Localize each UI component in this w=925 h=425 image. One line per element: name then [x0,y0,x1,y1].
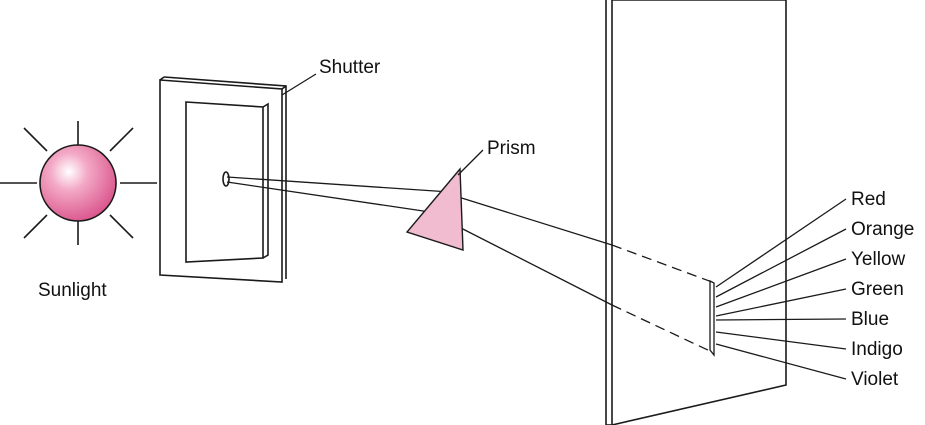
sunlight-label: Sunlight [38,280,107,301]
prism-leader [457,149,484,176]
yellow-leader [715,258,847,308]
red-leader [715,198,847,288]
refracted-beams [451,194,713,353]
leader-lines [281,73,847,380]
spectrum-label-orange: Orange [851,219,915,240]
shutter-label: Shutter [319,57,381,78]
prism-label: Prism [487,138,536,159]
screen [605,0,787,425]
spectrum-label-violet: Violet [851,369,899,390]
shutter-leader [281,73,317,96]
prism-icon [405,167,464,251]
sun-disc [39,144,117,222]
spectrum-label-blue: Blue [851,309,890,330]
blue-leader [715,318,847,321]
spectrum-label-red: Red [851,189,886,210]
violet-leader [715,343,847,380]
orange-leader [715,228,847,298]
indigo-leader [715,331,847,350]
sun-icon [0,121,157,245]
spectrum-label-green: Green [851,279,904,300]
spectrum-label-yellow: Yellow [851,249,906,270]
shutter-aperture [222,171,230,187]
spectrum-patch [709,279,715,357]
spectrum-label-indigo: Indigo [851,339,903,360]
shutter [159,76,287,283]
light-beam [226,176,451,213]
green-leader [715,288,847,317]
